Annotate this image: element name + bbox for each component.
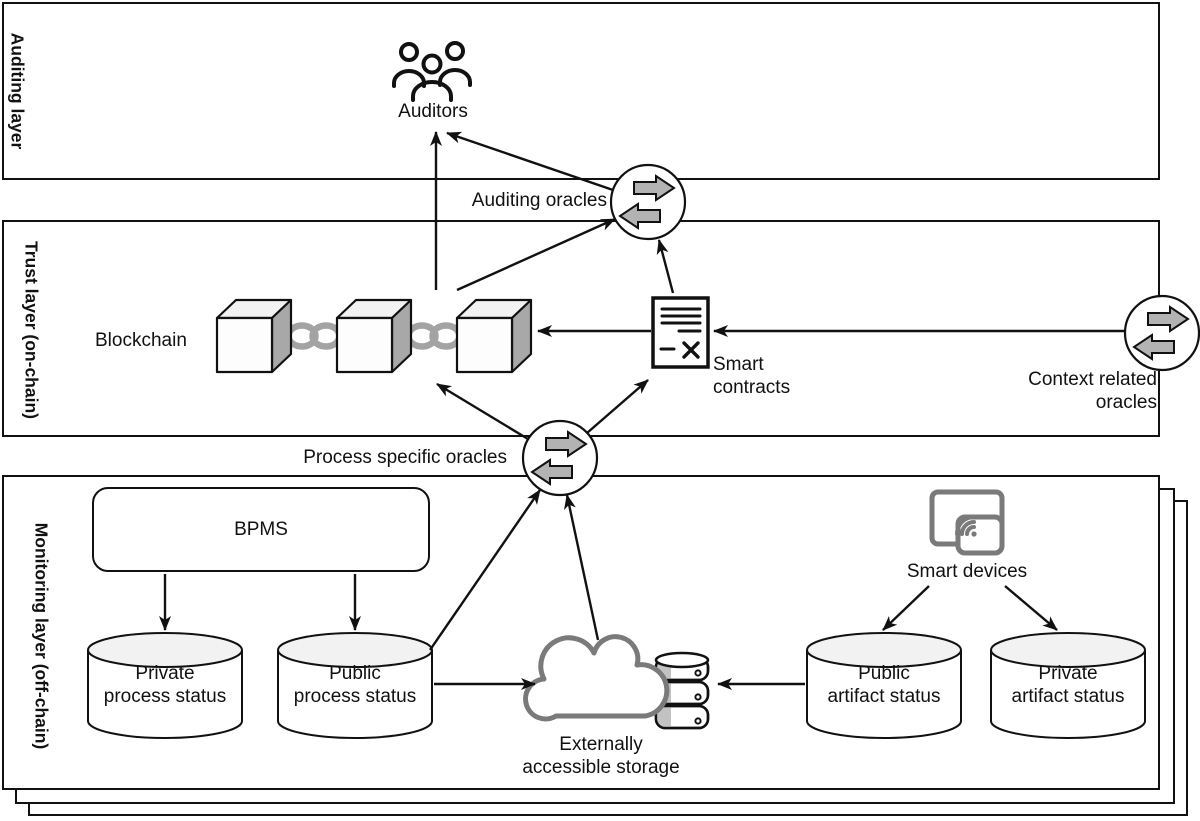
auditing-layer-box [2, 2, 1160, 180]
connected-screens-wifi-icon [929, 489, 1005, 556]
context-oracles-label: Context related oracles [1028, 369, 1157, 413]
auditors-label: Auditors [398, 101, 468, 122]
private-artifact-label: Private artifact status [1011, 663, 1125, 707]
storage-label: Externally accessible storage [522, 734, 680, 778]
arrow-smart-devices-to-public-artifact [882, 585, 930, 631]
blockchain-label: Blockchain [95, 330, 187, 351]
public-process-cylinder [277, 632, 433, 739]
arrow-storage-to-process-oracle [564, 494, 600, 641]
arrow-smart-contracts-to-auditing-oracle [656, 239, 675, 294]
arrow-process-oracle-to-blockchain [436, 382, 529, 441]
bpms-label: BPMS [234, 518, 288, 540]
people-icon [392, 41, 472, 102]
private-process-label: Private process status [103, 663, 227, 707]
public-artifact-label: Public artifact status [827, 663, 941, 707]
private-artifact-cylinder [990, 632, 1146, 739]
process-oracle-icon [521, 419, 599, 497]
auditing-oracles-label: Auditing oracles [471, 190, 607, 211]
arrow-smart-devices-to-private-artifact [1004, 585, 1058, 631]
context-oracle-icon [1123, 294, 1200, 372]
monitoring-layer-label: Monitoring layer (off-chain) [31, 522, 52, 750]
arrow-process-oracle-to-smart-contracts [586, 379, 649, 434]
auditing-oracle-icon [609, 163, 687, 241]
trust-layer-box [2, 220, 1160, 437]
arrow-auditing-oracle-to-auditors [446, 131, 614, 192]
trust-layer-label: Trust layer (on-chain) [21, 241, 42, 419]
private-process-cylinder [87, 632, 243, 739]
bpms-node: BPMS [92, 487, 430, 572]
smart-contracts-label: Smart contracts [713, 354, 791, 398]
blockchain-cubes-icon [215, 298, 533, 374]
arrow-public-process-to-process-oracle [429, 489, 541, 651]
public-artifact-cylinder [806, 632, 962, 739]
cloud-database-icon [523, 634, 710, 730]
auditing-layer-label: Auditing layer [7, 32, 28, 150]
public-process-label: Public process status [293, 663, 417, 707]
arrow-blockchain-to-auditing-oracle [456, 217, 616, 292]
process-oracles-label: Process specific oracles [303, 447, 507, 468]
signed-document-icon [651, 296, 710, 369]
smart-devices-label: Smart devices [906, 561, 1028, 582]
arrows [159, 131, 1125, 690]
database-cylinders [87, 632, 1146, 739]
cloud-icon [523, 634, 670, 722]
